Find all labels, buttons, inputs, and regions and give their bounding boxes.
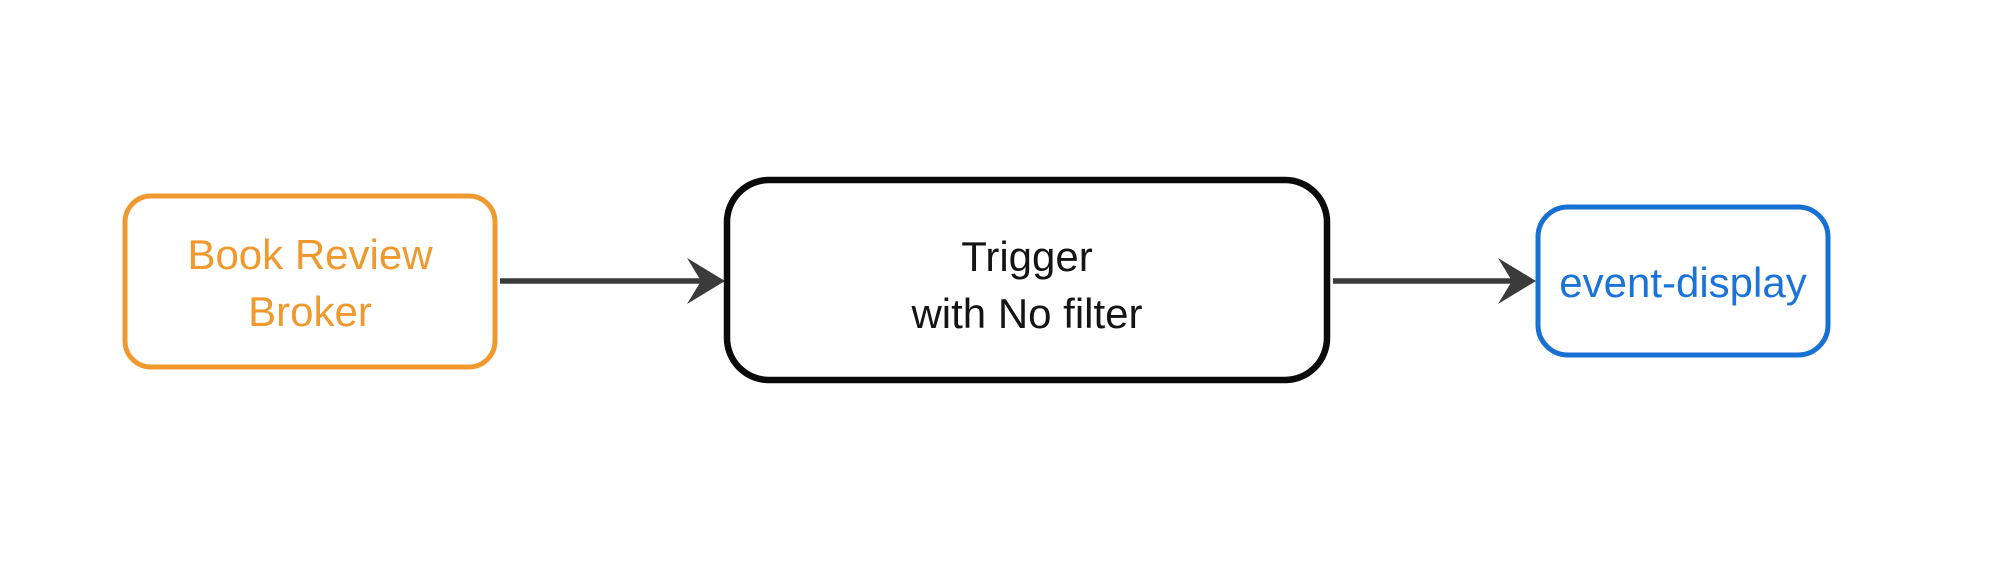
broker-label-line1: Book Review — [187, 231, 433, 278]
trigger-label-line2: with No filter — [910, 290, 1142, 337]
broker-label-line2: Broker — [248, 288, 372, 335]
edge-broker-to-trigger-arrowhead-icon — [687, 258, 725, 304]
node-event-display: event-display — [1535, 204, 1831, 358]
node-trigger: Trigger with No filter — [723, 176, 1331, 384]
edge-broker-to-trigger — [500, 258, 725, 304]
node-broker: Book Review Broker — [122, 193, 498, 370]
event-display-label: event-display — [1559, 259, 1806, 306]
edge-trigger-to-display-arrowhead-icon — [1498, 258, 1536, 304]
broker-box — [122, 193, 498, 370]
event-display-box — [1535, 204, 1831, 358]
edge-trigger-to-display — [1333, 258, 1536, 304]
trigger-box — [723, 176, 1331, 384]
trigger-label-line1: Trigger — [961, 233, 1092, 280]
